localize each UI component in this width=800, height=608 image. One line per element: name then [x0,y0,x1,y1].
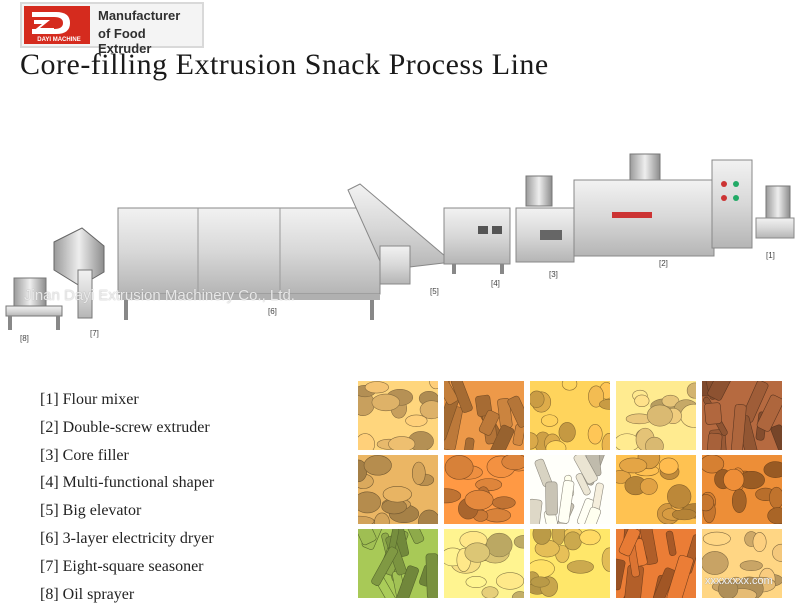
core-filler [515,175,575,263]
legend-item: [5] Big elevator [40,502,142,520]
machine-label-1: [1] [766,251,775,260]
logo-line-2: of Food Extruder [98,26,152,56]
page-title: Core-filling Extrusion Snack Process Lin… [20,48,549,81]
machine-label-3: [3] [549,270,558,279]
dryer [117,207,381,320]
machine-label-8: [8] [20,334,29,343]
dayi-logo-mark: DAYI MACHINE [24,6,90,44]
legend-item: [6] 3-layer electricity dryer [40,529,214,547]
logo-small-text: DAYI MACHINE [37,37,81,43]
product-photo-puffs [530,455,610,524]
legend-item: [2] Double-screw extruder [40,418,210,436]
product-photo-pillows [358,381,438,450]
site-watermark: xxxxxxxx.com [705,575,773,587]
legend-item: [1] Flour mixer [40,391,139,408]
process-line-illustration [5,153,795,330]
company-logo: DAYI MACHINE Manufacturer of Food Extrud… [20,2,204,56]
seasoner [53,227,105,319]
machine-legend: [1] Flour mixer [2] Double-screw extrude… [40,386,214,608]
double-screw-extruder [573,153,753,257]
oil-sprayer [5,277,63,330]
product-photo-layered [616,381,696,450]
legend-item: [4] Multi-functional shaper [40,474,215,492]
product-photo-rolls [444,381,524,450]
machine-label-6: [6] [268,307,277,316]
legend-item: [7] Eight-square seasoner [40,557,204,575]
logo-line-1: Manufacturer [98,8,181,23]
product-photo-crisps [616,529,696,598]
product-photo-shells [616,455,696,524]
product-photo-grid [358,381,782,598]
machine-label-5: [5] [430,287,439,296]
product-photo-curls [530,529,610,598]
product-photo-squares [702,381,782,450]
product-photo-green-sticks [358,529,438,598]
machine-label-4: [4] [491,279,500,288]
product-photo-chips [702,529,782,598]
flour-mixer [755,185,795,239]
product-photo-twists [702,455,782,524]
product-photo-spirals [444,529,524,598]
legend-item: [3] Core filler [40,446,129,464]
elevator [347,183,454,285]
product-photo-rods [444,455,524,524]
watermark-text: Jinan Dayi Extrusion Machinery Co., Ltd. [24,287,295,304]
product-photo-sticks [358,455,438,524]
product-photo-rings [530,381,610,450]
shaper [443,207,511,274]
legend-item: [8] Oil sprayer [40,585,135,603]
machine-label-2: [2] [659,259,668,268]
machine-label-7: [7] [90,329,99,338]
